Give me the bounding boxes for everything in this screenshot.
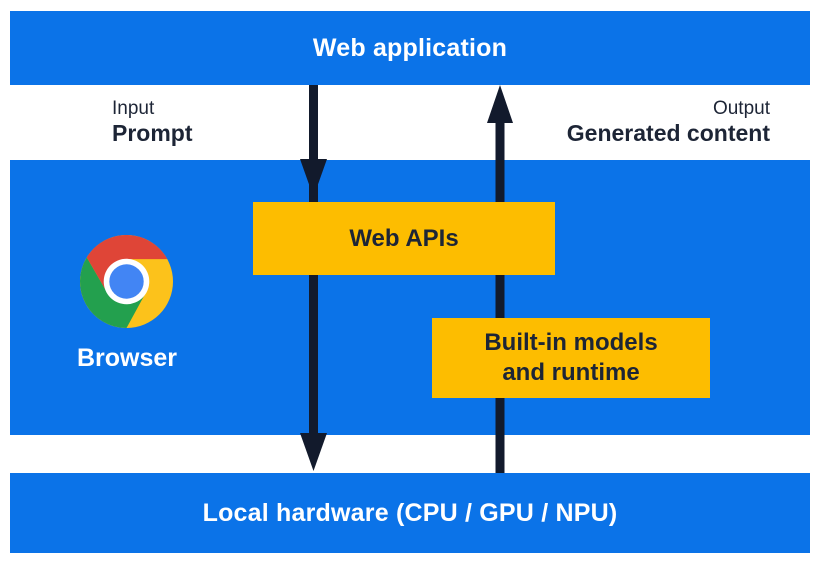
- builtin-models-line1: Built-in models: [484, 329, 658, 356]
- browser-label: Browser: [76, 344, 178, 372]
- web-apis-box: Web APIs: [253, 202, 555, 275]
- builtin-models-box: Built-in models and runtime: [432, 318, 710, 398]
- input-caption: Input: [112, 98, 155, 119]
- output-up-arrow: [487, 85, 513, 473]
- chrome-logo-icon: [80, 234, 173, 328]
- builtin-models-line2: and runtime: [502, 359, 640, 386]
- builtin-models-label: Built-in models and runtime: [484, 328, 657, 388]
- local-hardware-layer: Local hardware (CPU / GPU / NPU): [10, 473, 810, 553]
- input-flow-labels: Input Prompt: [112, 97, 193, 147]
- web-apis-label: Web APIs: [349, 224, 459, 252]
- web-application-label: Web application: [312, 33, 508, 62]
- input-label: Prompt: [112, 120, 193, 146]
- output-caption: Output: [712, 98, 770, 119]
- local-hardware-label: Local hardware (CPU / GPU / NPU): [202, 498, 618, 527]
- output-label: Generated content: [566, 120, 770, 146]
- web-application-layer: Web application: [10, 11, 810, 85]
- output-flow-labels: Output Generated content: [567, 97, 770, 147]
- input-down-arrow: [300, 85, 327, 471]
- chrome-logo: [80, 234, 173, 328]
